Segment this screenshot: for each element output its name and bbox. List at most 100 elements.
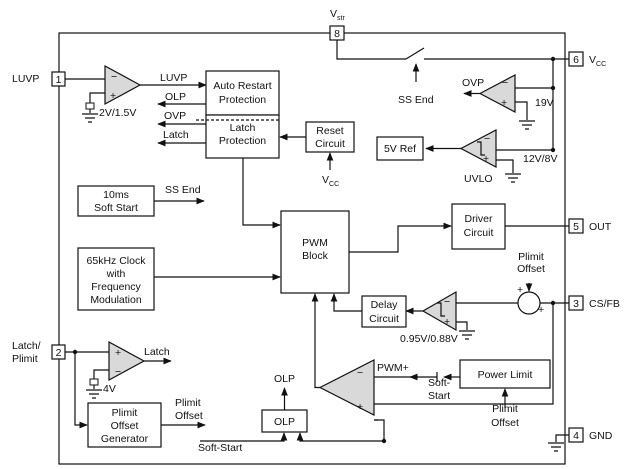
plimit-offset-top-line2: Offset [517, 263, 545, 275]
uvlo-comparator: − + [459, 129, 497, 168]
svg-text:Modulation: Modulation [90, 294, 142, 306]
svg-text:5V Ref: 5V Ref [384, 143, 416, 155]
olp-up-label: OLP [274, 373, 295, 385]
ss-end-switch-label: SS End [398, 94, 434, 106]
pin-8: 8 Vstr [329, 8, 345, 41]
auto-restart-protection-block: Auto Restart Protection [205, 70, 280, 116]
plimit-offset-bottom-line1: Plimit [492, 403, 518, 415]
driver-circuit-block: Driver Circuit [451, 203, 506, 250]
svg-text:6: 6 [573, 54, 579, 66]
plimit-offset-generator-block: Plimit Offset Generator [87, 402, 162, 448]
pin-5-label: OUT [589, 221, 612, 233]
pin-1-label: LUVP [12, 73, 39, 85]
svg-text:with: with [106, 268, 126, 280]
olp-block: OLP [261, 409, 308, 433]
svg-text:+: + [538, 304, 544, 316]
svg-text:Circuit: Circuit [315, 138, 345, 150]
svg-text:−: − [444, 296, 450, 308]
clock-block: 65kHz Clock with Frequency Modulation [77, 247, 155, 311]
ovp-comparator-label: OVP [462, 77, 484, 89]
svg-text:−: − [357, 367, 363, 379]
ss-end-out-label: SS End [165, 184, 201, 196]
pin-6-label: VCC [589, 54, 606, 68]
svg-text:−: − [111, 71, 117, 83]
v19-label: 19V [535, 97, 554, 109]
svg-text:3: 3 [573, 298, 579, 310]
uvlo-label: UVLO [464, 173, 493, 185]
soft-start-bottom-label: Soft-Start [198, 442, 242, 454]
svg-text:Protection: Protection [219, 94, 266, 106]
vcc-reset-label: VCC [322, 174, 339, 188]
plimit-offset-left-line2: Offset [175, 410, 203, 422]
svg-text:Latch: Latch [230, 122, 256, 134]
pin-2-label-line2: Plimit [12, 353, 38, 365]
pin-4-label: GND [589, 430, 613, 442]
pwm-comparator: − + [318, 359, 375, 416]
v0-95-label: 0.95V/0.88V [400, 333, 458, 345]
v4-label: 4V [103, 383, 116, 395]
svg-text:Auto Restart: Auto Restart [213, 80, 271, 92]
pin-2-label-line1: Latch/ [12, 340, 41, 352]
svg-text:OLP: OLP [274, 416, 295, 428]
luvp-comparator: − + [104, 64, 142, 106]
luvp-signal-label: LUVP [160, 72, 187, 84]
svg-text:4: 4 [573, 430, 579, 442]
svg-text:8: 8 [334, 28, 340, 40]
svg-text:+: + [517, 284, 523, 296]
soft-start-right-line2: Start [428, 390, 450, 402]
ref-5v-block: 5V Ref [376, 136, 424, 161]
pwm-plus-label: PWM+ [377, 362, 409, 374]
svg-text:+: + [110, 90, 116, 102]
svg-text:+: + [444, 316, 450, 328]
svg-text:+: + [501, 97, 507, 109]
reset-circuit-block: Reset Circuit [305, 121, 355, 153]
startup-switch [405, 47, 425, 60]
svg-text:1: 1 [56, 74, 62, 86]
latch-signal-label: Latch [163, 129, 189, 141]
latch-out-label: Latch [144, 346, 170, 358]
pin-8-label: Vstr [330, 8, 345, 22]
svg-text:2: 2 [56, 347, 62, 359]
pin-1: 1 LUVP [12, 71, 66, 87]
svg-text:Frequency: Frequency [91, 281, 141, 293]
v2-1-5-label: 2V/1.5V [99, 107, 136, 119]
pin-3: 3 CS/FB [568, 295, 620, 311]
svg-text:Circuit: Circuit [369, 313, 399, 325]
svg-text:PWM: PWM [302, 237, 328, 249]
pwm-block: PWM Block [280, 210, 350, 294]
latch-comparator: + − [108, 340, 146, 382]
svg-text:+: + [483, 153, 489, 165]
pin-4: 4 GND [568, 427, 613, 443]
olp-signal-label: OLP [165, 91, 186, 103]
pin-3-label: CS/FB [589, 298, 620, 310]
svg-text:10ms: 10ms [103, 189, 129, 201]
svg-text:Protection: Protection [219, 135, 266, 147]
plimit-offset-left-line1: Plimit [175, 397, 201, 409]
v12-8-label: 12V/8V [523, 153, 557, 165]
svg-text:Delay: Delay [371, 299, 399, 311]
svg-text:Circuit: Circuit [464, 227, 494, 239]
svg-text:Plimit: Plimit [112, 407, 138, 419]
soft-start-block: 10ms Soft Start [77, 185, 155, 217]
svg-text:+: + [115, 347, 121, 359]
soft-start-right-line1: Soft- [428, 377, 451, 389]
svg-text:Reset: Reset [316, 125, 344, 137]
svg-text:65kHz Clock: 65kHz Clock [87, 255, 147, 267]
svg-text:−: − [484, 133, 490, 145]
plimit-offset-top-line1: Plimit [518, 251, 544, 263]
svg-text:+: + [357, 401, 363, 413]
svg-text:Driver: Driver [465, 213, 494, 225]
ovp-signal-label: OVP [164, 110, 186, 122]
ovp-comparator: − + [478, 74, 516, 113]
pin-6: 6 VCC [568, 51, 606, 68]
pin-2: 2 Latch/ Plimit [12, 340, 66, 365]
plimit-offset-bottom-line2: Offset [491, 417, 519, 429]
pin-5: 5 OUT [568, 218, 612, 234]
svg-text:−: − [115, 366, 121, 378]
svg-text:Soft Start: Soft Start [94, 202, 138, 214]
ic-outline [58, 32, 566, 465]
svg-text:Power Limit: Power Limit [478, 369, 533, 381]
power-limit-block: Power Limit [459, 359, 551, 389]
svg-text:Block: Block [302, 250, 328, 262]
